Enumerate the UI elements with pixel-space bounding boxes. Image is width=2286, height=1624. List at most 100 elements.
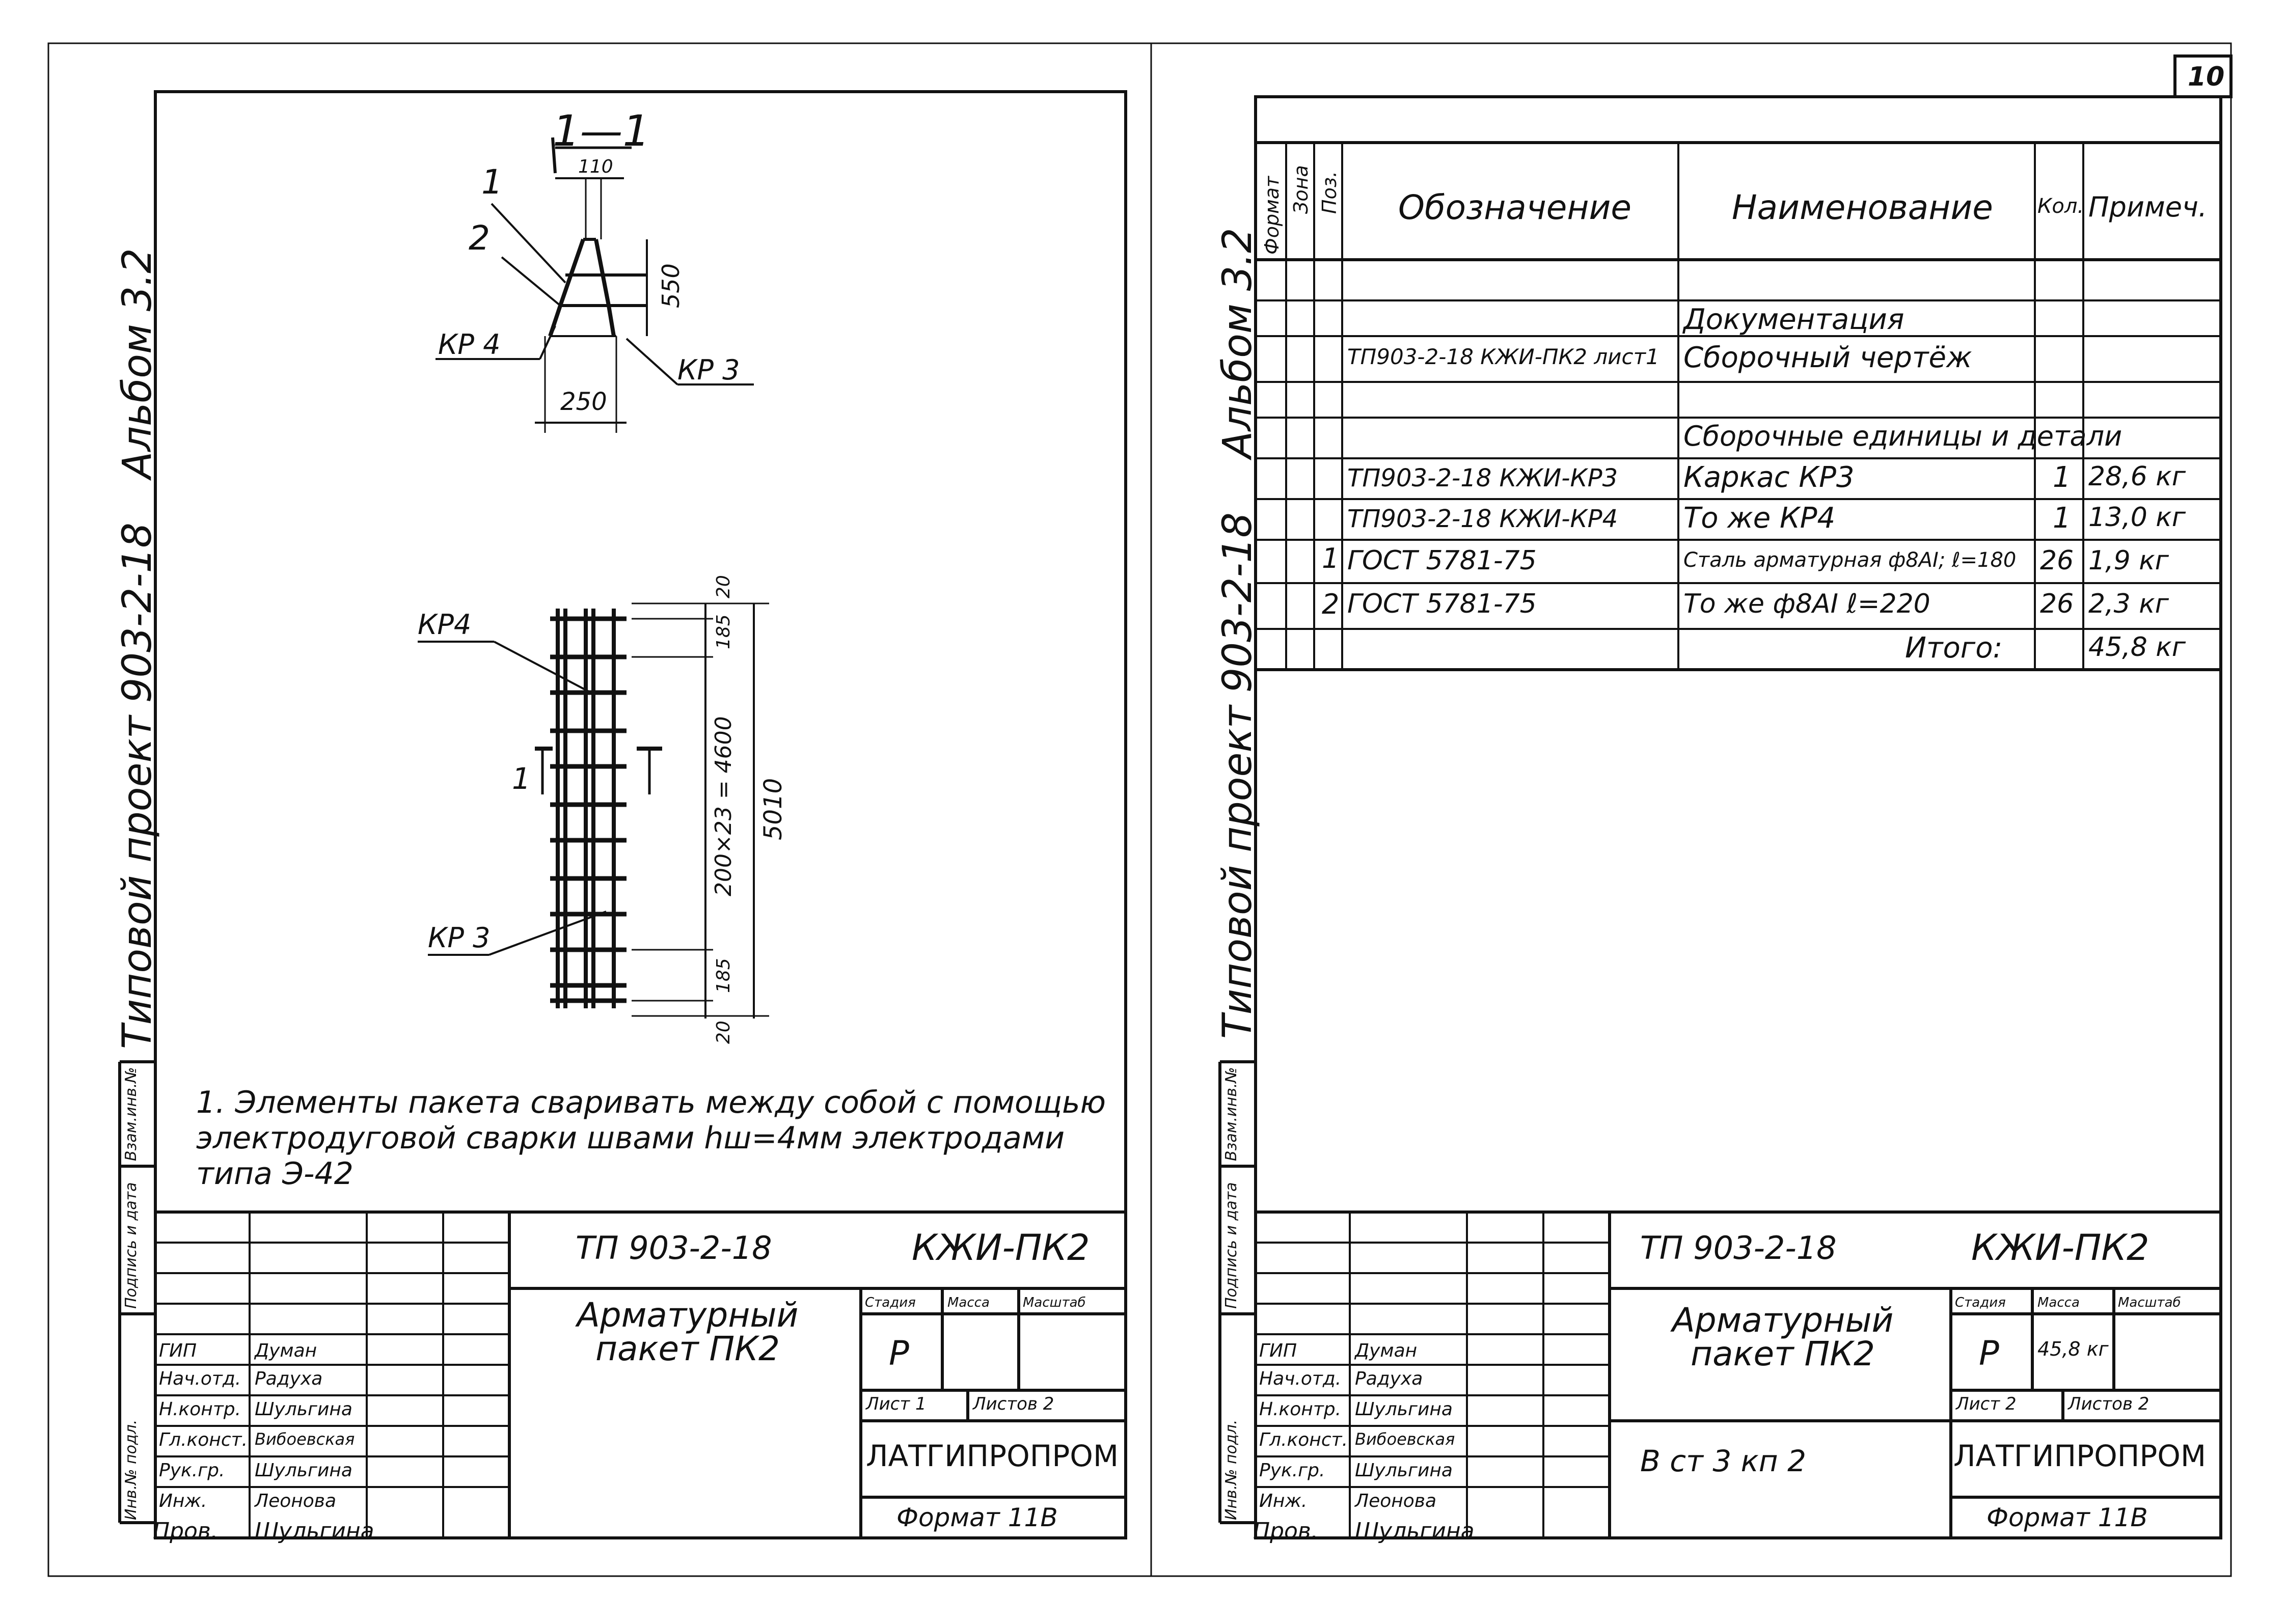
left-tb-format: Формат 11В [896, 1503, 1058, 1532]
spec-header-pos: Поз. [1318, 171, 1341, 214]
right-tb-sub: В ст 3 кп 2 [1640, 1444, 1806, 1478]
elev-dim-mid: 200×23 = 4600 [711, 716, 737, 896]
elev-dim-185-bot: 185 [713, 958, 734, 993]
left-name-2: Шульгина [255, 1399, 352, 1420]
section-pos1: 1 [481, 162, 503, 202]
spec-header-note: Примеч. [2088, 191, 2208, 223]
general-note: 1. Элементы пакета сваривать между собой… [196, 1085, 1106, 1192]
left-tb-sheets: Листов 2 [973, 1394, 1054, 1414]
spec-row-8-pos: 2 [1322, 588, 1340, 620]
right-role-1: Нач.отд. [1259, 1368, 1342, 1389]
left-role-6: Пров. [153, 1518, 218, 1544]
spec-row-5-name: Каркас КР3 [1683, 461, 1855, 494]
spec-header-qty: Кол. [2037, 195, 2084, 218]
right-stamp-inv: Инв.№ подл. [1222, 1419, 1240, 1520]
right-tb-format: Формат 11В [1986, 1503, 2148, 1532]
right-tb-mark: КЖИ-ПК2 [1971, 1227, 2149, 1269]
right-stamp-replace: Взам.инв.№ [1222, 1067, 1240, 1161]
elev-dim-total: 5010 [759, 778, 787, 840]
elev-kr3: КР 3 [428, 922, 491, 954]
elev-dim-20-top: 20 [713, 575, 734, 598]
spec-header-name: Наименование [1732, 188, 1993, 227]
right-role-4: Рук.гр. [1259, 1460, 1325, 1481]
right-name-1: Радуха [1355, 1368, 1423, 1389]
spec-row-1-name: Документация [1683, 303, 1904, 336]
left-name-6: Шульгина [255, 1518, 374, 1544]
left-role-2: Н.контр. [159, 1399, 241, 1420]
left-role-4: Рук.гр. [159, 1460, 225, 1481]
left-name-4: Шульгина [255, 1460, 352, 1481]
spec-row-4-name: Сборочные единицы и детали [1683, 420, 2122, 452]
section-dim-top: 110 [578, 156, 613, 177]
right-margin-album: Альбом 3.2 [1215, 228, 1261, 458]
right-tb-sheet: Лист 2 [1956, 1394, 2017, 1414]
right-role-2: Н.контр. [1259, 1399, 1342, 1420]
spec-row-5-note: 28,6 кг [2088, 461, 2186, 492]
left-tb-stage: Р [889, 1334, 909, 1373]
right-role-5: Инж. [1259, 1491, 1308, 1511]
right-tb-name: Арматурный пакет ПК2 [1672, 1301, 1894, 1373]
right-stamp-sign: Подпись и дата [1222, 1182, 1240, 1309]
spec-row-8-note: 2,3 кг [2088, 589, 2169, 619]
left-tb-org: ЛАТГИПРОПРОМ [866, 1439, 1119, 1473]
left-margin-project: Типовой проект 903-2-18 [115, 522, 160, 1049]
spec-row-6-note: 13,0 кг [2088, 502, 2186, 533]
left-tb-name: Арматурный пакет ПК2 [577, 1296, 799, 1368]
spec-header-zone: Зона [1290, 165, 1312, 214]
spec-row-6-designation: ТП903-2-18 КЖИ-КР4 [1347, 505, 1618, 533]
right-margin-project: Типовой проект 903-2-18 [1215, 512, 1261, 1039]
right-name-3: Вибоевская [1355, 1429, 1455, 1449]
spec-row-9-name: Итого: [1905, 631, 2003, 665]
spec-row-7-name: Сталь арматурная ф8AI; ℓ=180 [1683, 548, 2017, 572]
right-name-0: Думан [1355, 1340, 1418, 1361]
right-name-6: Шульгина [1355, 1518, 1475, 1544]
spec-row-7-note: 1,9 кг [2088, 545, 2169, 576]
left-name-3: Вибоевская [255, 1429, 355, 1449]
left-name-0: Думан [255, 1340, 317, 1361]
left-tb-sheet: Лист 1 [866, 1394, 927, 1414]
right-name-2: Шульгина [1355, 1399, 1453, 1420]
spec-row-6-qty: 1 [2053, 502, 2071, 535]
section-kr4: КР 4 [438, 328, 501, 361]
left-role-0: ГИП [159, 1340, 197, 1361]
spec-row-8-name: То же ф8AI ℓ=220 [1683, 589, 1930, 619]
elev-cut-label: 1 [512, 761, 531, 796]
section-kr3: КР 3 [677, 354, 740, 386]
right-tb-code: ТП 903-2-18 [1640, 1229, 1837, 1267]
left-stamp-sign: Подпись и дата [122, 1182, 140, 1309]
spec-row-7-designation: ГОСТ 5781-75 [1347, 545, 1537, 576]
left-role-3: Гл.конст. [159, 1429, 248, 1450]
spec-row-5-qty: 1 [2053, 461, 2071, 494]
left-tb-scale-header: Масштаб [1023, 1295, 1086, 1310]
spec-row-7-pos: 1 [1322, 542, 1340, 574]
spec-row-8-qty: 26 [2040, 589, 2074, 619]
left-role-1: Нач.отд. [159, 1368, 241, 1389]
spec-row-2-designation: ТП903-2-18 КЖИ-ПК2 лист1 [1347, 344, 1659, 369]
spec-row-8-designation: ГОСТ 5781-75 [1347, 589, 1537, 619]
right-role-3: Гл.конст. [1259, 1429, 1348, 1450]
left-tb-mark: КЖИ-ПК2 [912, 1227, 1090, 1269]
spec-header-designation: Обозначение [1398, 188, 1631, 227]
left-stamp-inv: Инв.№ подл. [122, 1419, 140, 1520]
left-name-1: Радуха [255, 1368, 323, 1389]
right-name-5: Леонова [1355, 1491, 1437, 1511]
elev-dim-20-bot: 20 [713, 1021, 734, 1044]
spec-row-9-note: 45,8 кг [2088, 632, 2186, 663]
right-name-4: Шульгина [1355, 1460, 1453, 1481]
left-tb-code: ТП 903-2-18 [576, 1229, 772, 1267]
right-role-6: Пров. [1253, 1518, 1318, 1544]
right-tb-mass: 45,8 кг [2037, 1338, 2109, 1360]
right-tb-stage: Р [1979, 1334, 1999, 1373]
section-dim-width: 250 [560, 388, 607, 416]
right-tb-org: ЛАТГИПРОПРОМ [1953, 1439, 2207, 1473]
left-name-5: Леонова [255, 1491, 337, 1511]
page-number: 10 [2188, 62, 2225, 92]
left-tb-stage-header: Стадия [865, 1295, 916, 1310]
spec-row-5-designation: ТП903-2-18 КЖИ-КР3 [1347, 464, 1618, 492]
right-tb-mass-header: Масса [2037, 1295, 2080, 1310]
right-tb-sheets: Листов 2 [2068, 1394, 2149, 1414]
left-role-5: Инж. [159, 1491, 207, 1511]
spec-row-6-name: То же КР4 [1683, 502, 1836, 535]
left-margin-album: Альбом 3.2 [115, 248, 160, 479]
